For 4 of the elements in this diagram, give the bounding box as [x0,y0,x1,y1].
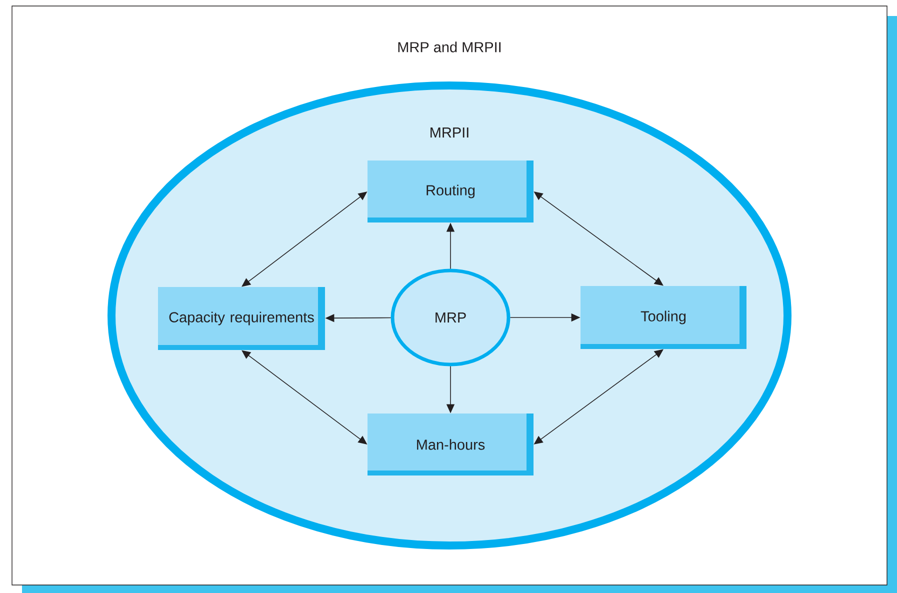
process-box: Man-hours [368,414,534,476]
process-box: Tooling [580,286,746,349]
process-box: Routing [368,160,534,222]
process-box: Capacity requirements [158,287,325,350]
